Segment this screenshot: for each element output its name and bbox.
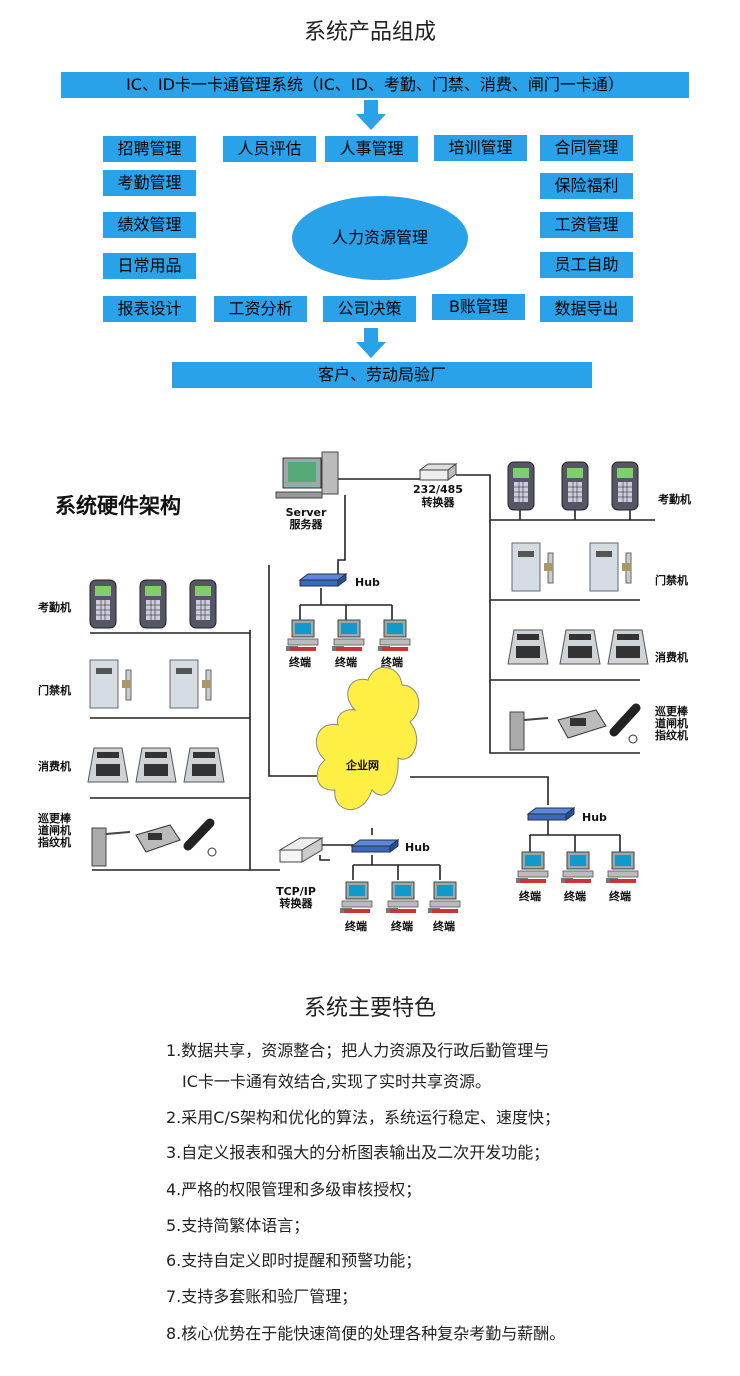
box-training: 培训管理 <box>434 135 527 161</box>
product-composition-title: 系统产品组成 <box>303 20 436 45</box>
box-evaluate: 人员评估 <box>223 136 316 162</box>
attendance-label-right: 考勤机 <box>658 493 691 506</box>
converter-232-label-2: 转换器 <box>421 496 455 509</box>
feature-line: 8.核心优势在于能快速简便的处理各种复杂考勤与薪酬。 <box>166 1324 566 1343</box>
terminal-label: 终端 <box>391 920 413 933</box>
box-supplies: 日常用品 <box>103 253 196 279</box>
box-decision: 公司决策 <box>323 296 416 322</box>
terminal-label: 终端 <box>381 656 403 669</box>
enterprise-net-label: 企业网 <box>346 759 379 772</box>
bottom-audit-bar: 客户、劳动局验厂 <box>172 362 592 388</box>
feature-line: 5.支持简繁体语言； <box>166 1216 310 1235</box>
tcpip-label-2: 转换器 <box>279 897 313 910</box>
tcpip-label: TCP/IP <box>276 885 316 898</box>
top-system-bar: IC、ID卡一卡通管理系统（IC、ID、考勤、门禁、消费、闸门一卡通） <box>61 72 689 98</box>
terminal-label: 终端 <box>345 920 367 933</box>
attendance-label-left: 考勤机 <box>38 601 71 614</box>
server-label-en: Server <box>285 506 327 519</box>
hardware-architecture-title: 系统硬件架构 <box>55 494 181 518</box>
terminal-label: 终端 <box>564 890 586 903</box>
tcpip-converter-icon <box>278 837 324 863</box>
terminal-label: 终端 <box>433 920 455 933</box>
hub-label-bottom: Hub <box>405 841 430 854</box>
section1-arrows <box>356 100 386 358</box>
feature-line: 1.数据共享，资源整合；把人力资源及行政后勤管理与 <box>166 1041 550 1060</box>
hub-label-top: Hub <box>355 576 380 589</box>
patrol-label-right-3: 指纹机 <box>655 729 688 742</box>
converter-232-icon <box>418 463 458 481</box>
server-label-cn: 服务器 <box>289 518 323 531</box>
features-title: 系统主要特色 <box>303 996 436 1021</box>
consume-label-right: 消费机 <box>655 651 688 664</box>
terminal-label: 终端 <box>609 890 631 903</box>
box-selfservice: 员工自助 <box>540 252 633 278</box>
enterprise-cloud <box>315 666 420 810</box>
network-diagram <box>87 451 655 914</box>
patrol-label-left-2: 道闸机 <box>38 824 71 837</box>
feature-line: 7.支持多套账和验厂管理； <box>166 1287 358 1306</box>
box-contract: 合同管理 <box>540 135 633 161</box>
box-export: 数据导出 <box>540 296 633 322</box>
box-attendance: 考勤管理 <box>103 170 196 196</box>
box-salary-analysis: 工资分析 <box>214 296 307 322</box>
box-personnel: 人事管理 <box>325 136 418 162</box>
patrol-label-right-2: 道闸机 <box>655 717 688 730</box>
feature-line: 2.采用C/S架构和优化的算法，系统运行稳定、速度快； <box>166 1108 560 1127</box>
feature-line: 4.严格的权限管理和多级审核授权； <box>166 1180 422 1199</box>
feature-line: 6.支持自定义即时提醒和预警功能； <box>166 1251 422 1270</box>
converter-232-label: 232/485 <box>413 483 463 496</box>
hub-label-right: Hub <box>582 811 607 824</box>
patrol-label-left-1: 巡更棒 <box>38 812 71 825</box>
access-label-left: 门禁机 <box>38 684 71 697</box>
box-payroll: 工资管理 <box>540 212 633 238</box>
terminal-label: 终端 <box>519 890 541 903</box>
server-icon <box>275 451 339 499</box>
box-recruit: 招聘管理 <box>103 136 196 162</box>
consume-label-left: 消费机 <box>38 760 71 773</box>
box-report: 报表设计 <box>103 296 196 322</box>
hr-management-center: 人力资源管理 <box>292 196 468 280</box>
box-performance: 绩效管理 <box>103 212 196 238</box>
access-label-right: 门禁机 <box>655 574 688 587</box>
feature-line: IC卡一卡通有效结合,实现了实时共享资源。 <box>182 1072 491 1091</box>
terminal-label: 终端 <box>289 656 311 669</box>
terminal-label: 终端 <box>335 656 357 669</box>
patrol-label-left-3: 指纹机 <box>38 836 71 849</box>
box-insurance: 保险福利 <box>540 173 633 199</box>
feature-line: 3.自定义报表和强大的分析图表输出及二次开发功能； <box>166 1143 550 1162</box>
patrol-label-right-1: 巡更棒 <box>655 705 688 718</box>
box-b-account: B账管理 <box>432 294 525 320</box>
